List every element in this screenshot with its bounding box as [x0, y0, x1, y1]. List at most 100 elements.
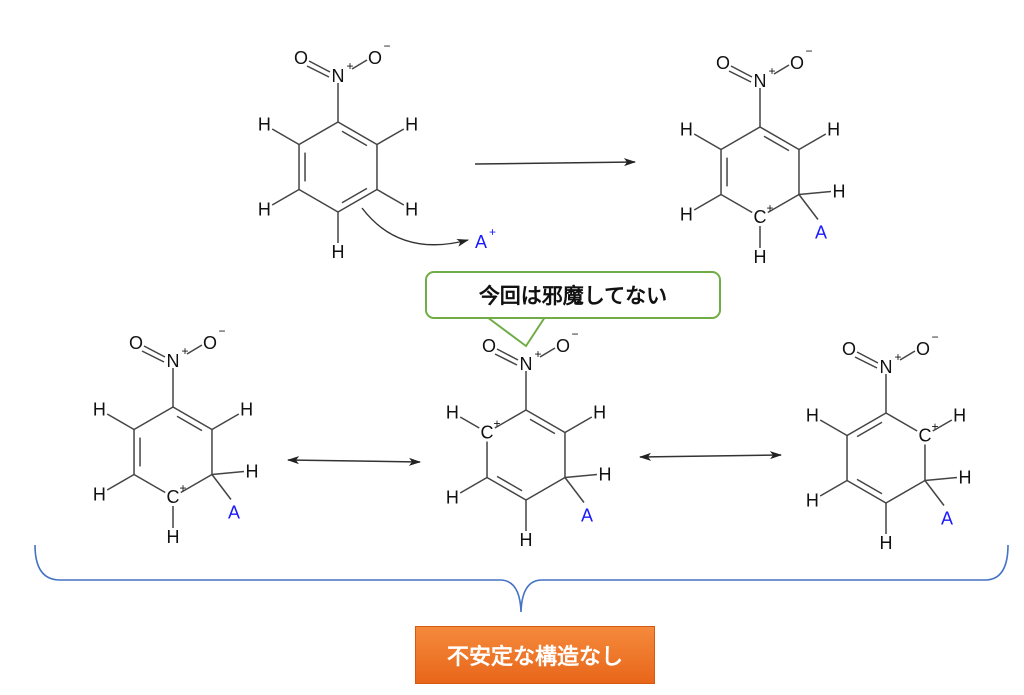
callout-tail — [486, 316, 546, 348]
carbocation-charge: + — [494, 417, 501, 431]
nitrogen-atom: N — [167, 351, 180, 371]
ring-bond — [525, 476, 566, 501]
ring-bond — [337, 188, 378, 213]
oxygen-charge: − — [218, 324, 225, 338]
ring-bond — [133, 406, 174, 431]
grouping-brace — [34, 544, 1009, 613]
reaction-arrow — [474, 158, 636, 167]
oxygen-charge: − — [383, 39, 390, 53]
curved-electron-arrow — [361, 207, 469, 247]
nitrogen-charge: + — [768, 64, 775, 78]
carbocation-carbon: C — [754, 207, 767, 227]
double-bond-inner — [529, 418, 556, 435]
c-a-bond — [924, 480, 945, 506]
carbocation-carbon: C — [167, 487, 180, 507]
c-h-bond — [819, 479, 848, 497]
nitrogen-atom: N — [520, 354, 533, 374]
c-h-bond — [819, 419, 848, 437]
n-o-double-bond — [141, 350, 165, 363]
c-a-bond — [211, 474, 232, 500]
nitrogen-charge: + — [534, 347, 541, 361]
ring-bond — [298, 121, 339, 146]
double-bond-inner — [496, 475, 523, 492]
c-h-bond — [798, 190, 832, 196]
ring-bond — [525, 409, 566, 434]
substituent-a: A — [581, 506, 593, 526]
carbocation-charge: + — [931, 420, 938, 434]
hydrogen-atom: H — [167, 527, 180, 547]
substituent-a: A — [815, 223, 827, 243]
c-h-bond — [564, 416, 593, 434]
oxygen-atom: O — [916, 339, 930, 359]
oxygen-charge: − — [805, 44, 812, 58]
hydrogen-atom: H — [680, 205, 693, 225]
ring-bond — [180, 473, 213, 494]
oxygen-atom: O — [716, 53, 730, 73]
hydrogen-atom: H — [958, 468, 971, 488]
n-o-double-bond — [856, 351, 879, 364]
result-label-text: 不安定な構造なし — [446, 644, 623, 669]
callout-bubble: 今回は邪魔してない — [425, 271, 721, 319]
c-h-bond — [376, 128, 405, 146]
oxygen-atom: O — [294, 48, 308, 68]
hydrogen-atom: H — [446, 403, 459, 423]
hydrogen-atom: H — [446, 488, 459, 508]
oxygen-atom: O — [842, 339, 856, 359]
nitrogen-charge: + — [346, 59, 353, 73]
hydrogen-atom: H — [258, 115, 271, 135]
n-o-double-bond — [143, 345, 166, 358]
c-a-bond — [798, 194, 819, 220]
ring-bond — [133, 473, 166, 494]
ring-bond — [885, 479, 926, 504]
n-o-bond — [773, 64, 790, 75]
hydrogen-atom: H — [245, 462, 258, 482]
ring-bond — [767, 193, 800, 214]
ring-bond — [298, 188, 339, 213]
ring-bond — [494, 409, 527, 429]
n-o-double-bond — [306, 65, 330, 78]
hydrogen-atom: H — [598, 465, 611, 485]
c-h-bond — [932, 419, 953, 432]
hydrogen-atom: H — [827, 120, 840, 140]
ring-bond — [720, 126, 761, 151]
double-bond-inner — [341, 130, 368, 147]
nitrogen-atom: N — [754, 71, 767, 91]
c-h-bond — [271, 188, 300, 206]
hydrogen-atom: H — [93, 400, 106, 420]
hydrogen-atom: H — [806, 491, 819, 511]
c-h-bond — [798, 133, 827, 151]
hydrogen-atom: H — [405, 200, 418, 220]
n-o-bond — [186, 344, 203, 355]
hydrogen-atom: H — [240, 400, 253, 420]
ring-bond — [846, 479, 887, 504]
c-h-bond — [271, 128, 300, 146]
c-h-bond — [106, 473, 135, 491]
hydrogen-atom: H — [405, 115, 418, 135]
oxygen-atom: O — [203, 333, 217, 353]
ring-bond — [337, 121, 378, 146]
c-h-bond — [693, 193, 722, 211]
ring-bond — [486, 476, 527, 501]
nitrogen-atom: N — [332, 66, 345, 86]
carbocation-carbon: C — [918, 426, 931, 446]
n-o-double-bond — [728, 70, 752, 83]
n-o-double-bond — [308, 60, 331, 73]
hydrogen-atom: H — [680, 120, 693, 140]
hydrogen-atom: H — [258, 200, 271, 220]
ring-bond — [720, 193, 753, 214]
carbocation-carbon: C — [481, 423, 494, 443]
oxygen-charge: − — [931, 330, 938, 344]
resonance-arrow-right — [639, 451, 782, 461]
nitrogen-charge: + — [894, 350, 901, 364]
carbocation-charge: + — [179, 481, 186, 495]
n-o-bond — [351, 59, 368, 70]
c-h-bond — [693, 133, 722, 151]
ring-bond — [885, 412, 918, 432]
resonance-arrow-left — [287, 456, 421, 466]
